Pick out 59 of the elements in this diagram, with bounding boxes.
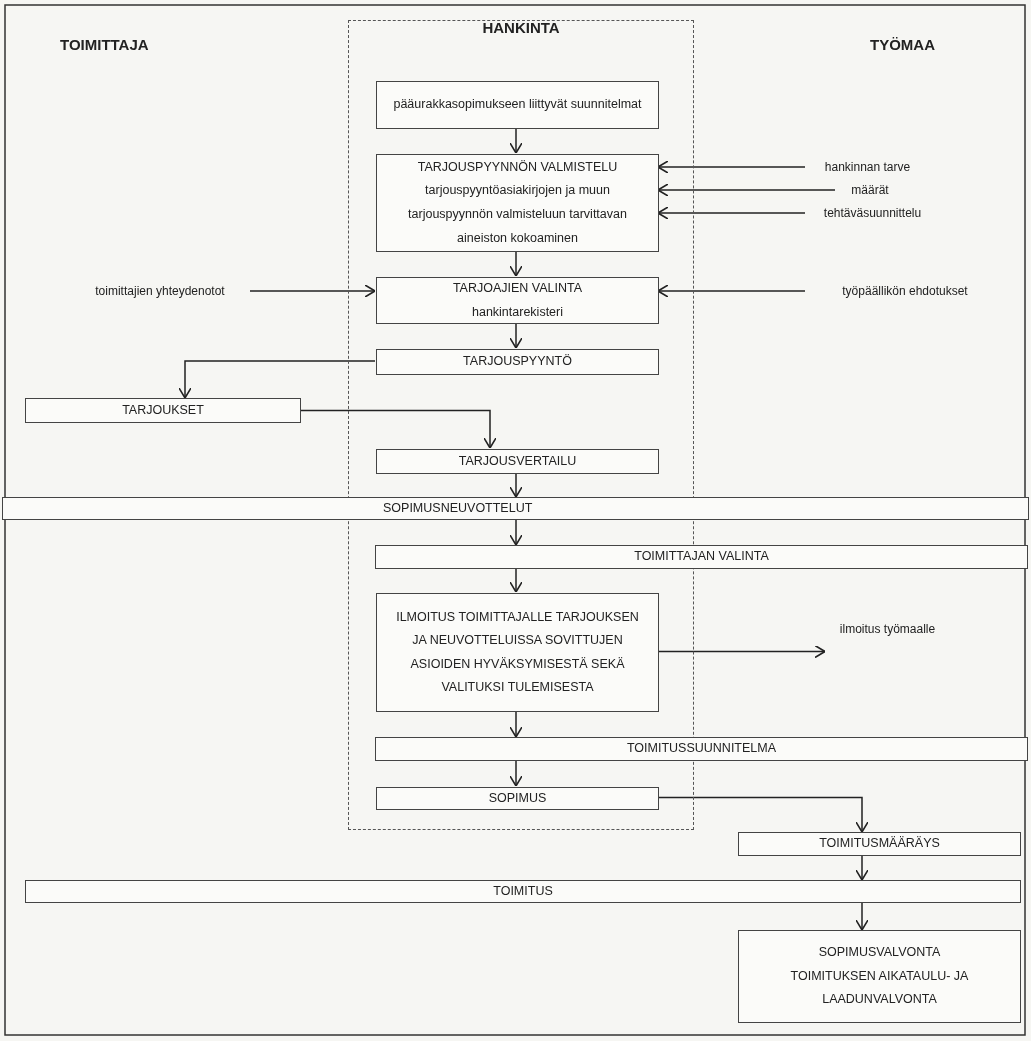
process-box (376, 277, 659, 324)
arrow (657, 796, 869, 833)
arrow (855, 902, 869, 931)
process-box (375, 737, 1028, 761)
box-heading: SOPIMUSVALVONTA (818, 943, 941, 961)
process-box (738, 832, 1021, 856)
process-box (376, 81, 659, 129)
note-text: työpäällikön ehdotukset (805, 281, 1005, 301)
frame-heading: HANKINTA (481, 19, 561, 36)
note-text: määrät (835, 180, 905, 200)
process-box (376, 154, 659, 252)
box-text: TOIMITTAJAN VALINTA (634, 548, 769, 566)
box-text: TARJOUSVERTAILU (458, 452, 577, 470)
arrow (657, 644, 826, 659)
arrow (855, 855, 869, 881)
box-text: TOIMITUKSEN AIKATAULU- JA LAADUNVALVONTA (789, 967, 970, 1009)
process-box (2, 497, 1029, 520)
process-box (376, 449, 659, 474)
note-text: tehtäväsuunnittelu (805, 203, 940, 223)
box-heading: TARJOAJIEN VALINTA (452, 279, 583, 297)
arrow (509, 127, 523, 154)
arrow (509, 760, 523, 787)
arrow (300, 409, 497, 449)
note-text: hankinnan tarve (805, 157, 930, 177)
process-box (25, 880, 1021, 903)
arrow (657, 284, 806, 298)
arrow (509, 568, 523, 593)
process-box (375, 545, 1028, 569)
arrow (509, 472, 523, 498)
arrow (509, 250, 523, 277)
box-text: tarjouspyyntöasiakirjojen ja muun tarjouspyynnön valmisteluun tarvittavan aineiston kokoaminen (407, 182, 628, 247)
box-text: SOPIMUSNEUVOTTELUT (383, 499, 533, 517)
process-box (376, 349, 659, 375)
lane-heading: TYÖMAA (870, 36, 935, 53)
box-text: TARJOUKSET (122, 401, 204, 419)
arrow (509, 519, 523, 546)
process-box (376, 787, 659, 810)
process-box (738, 930, 1021, 1023)
note-text: ilmoitus työmaalle (825, 619, 950, 639)
box-text: ILMOITUS TOIMITTAJALLE TARJOUKSEN JA NEUVOTTELUISSA SOVITTUJEN ASIOIDEN HYVÄKSYMISESTÄ SEKÄ VALITUKSI TULEMISESTA (395, 609, 640, 696)
box-text: TOIMITUSMÄÄRÄYS (819, 835, 940, 853)
box-text: TOIMITUS (493, 882, 553, 900)
arrow (657, 183, 836, 197)
box-heading: TARJOUSPYYNNÖN VALMISTELU (417, 158, 618, 176)
box-text: pääurakkasopimukseen liittyvät suunnitelmat (393, 96, 642, 114)
arrow (657, 206, 806, 220)
note-text: toimittajien yhteydenotot (70, 281, 250, 301)
lane-heading: TOIMITTAJA (60, 36, 149, 53)
process-box (25, 398, 301, 423)
arrow (249, 284, 376, 298)
box-text: SOPIMUS (488, 789, 547, 807)
arrow (178, 360, 376, 399)
box-text: TARJOUSPYYNTÖ (463, 353, 572, 371)
arrow (509, 710, 523, 738)
box-text: hankintarekisteri (472, 303, 563, 321)
box-text: TOIMITUSSUUNNITELMA (626, 740, 777, 758)
process-box (376, 593, 659, 712)
arrow (509, 322, 523, 349)
arrow (657, 160, 806, 174)
